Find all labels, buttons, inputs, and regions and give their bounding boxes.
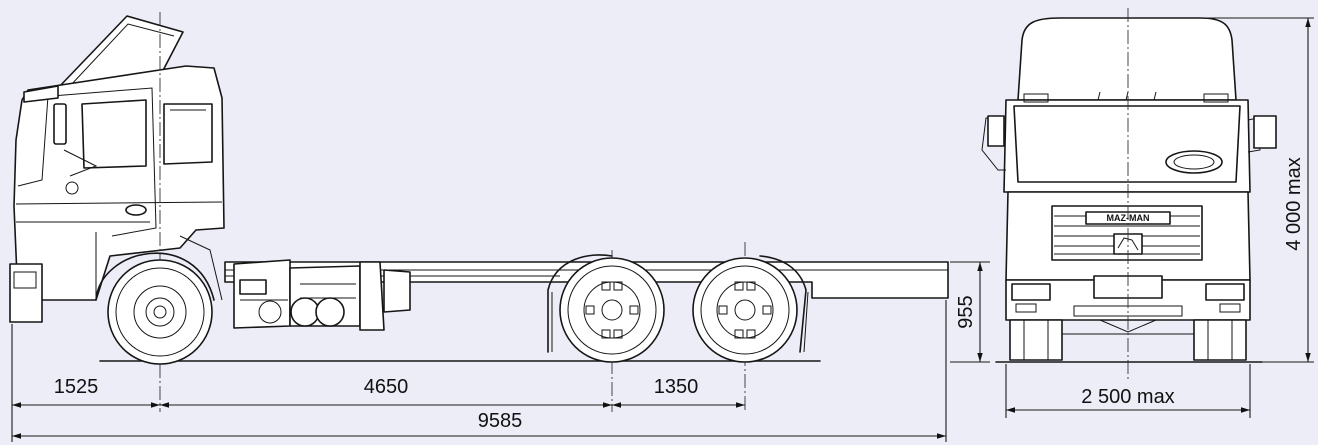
cab [9,15,225,323]
front-right-mirror [1253,115,1277,149]
side-badge [125,204,147,216]
dim-label-overall-length: 9585 [478,410,523,432]
engine-gearbox [233,259,411,331]
rear-fender-1 [547,254,613,353]
headlight-left [1011,283,1051,301]
rear-fender-2 [759,255,807,353]
rear-wheel-2 [692,257,798,363]
side-mirror [53,103,67,145]
rear-wheel-1 [559,257,665,363]
front-wheel [107,259,213,365]
rear-window [163,103,213,165]
front-tire-right [1193,319,1247,361]
front-view: MAZ-MAN 2 500 max 4 000 max [981,8,1314,418]
front-left-mirror [987,115,1005,147]
headlight-right [1205,283,1245,301]
dim-label-height: 4 000 max [1283,157,1305,250]
dim-label-tandem-spacing: 1350 [654,376,699,398]
door-window [81,99,147,169]
side-view: 1525 4650 1350 9585 955 [9,12,990,442]
dim-label-front-overhang: 1525 [54,376,99,398]
dim-label-width: 2 500 max [1081,386,1174,408]
front-bumper [9,263,43,323]
front-tire-left [1009,319,1063,361]
dim-label-wheelbase: 4650 [364,376,409,398]
front-cab-roof [1017,17,1237,101]
dim-label-frame-height: 955 [955,295,977,328]
